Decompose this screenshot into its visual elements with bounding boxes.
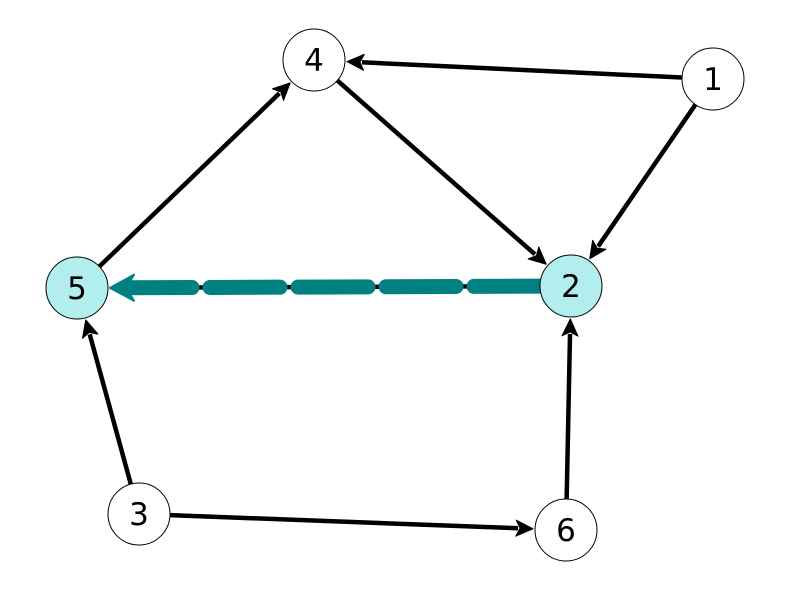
node-5-label: 5 [67, 271, 87, 307]
edge-1-4 [346, 53, 683, 80]
node-1-circle [681, 47, 745, 111]
node-3: 3 [107, 482, 171, 546]
node-4-label: 4 [304, 43, 324, 79]
node-1: 1 [681, 47, 745, 111]
edge-1-2-line [596, 103, 698, 248]
edge-2-5-highlight-arrowhead [108, 273, 136, 302]
edges-layer [82, 53, 698, 537]
node-4-circle [282, 28, 346, 92]
node-3-circle [107, 482, 171, 546]
nodes-layer: 1 2 3 4 5 6 [45, 28, 745, 562]
node-3-label: 3 [129, 497, 149, 533]
edge-5-4-line [97, 91, 281, 269]
edge-2-5-highlight-line [122, 278, 552, 296]
node-5: 5 [45, 256, 109, 320]
edge-3-6-arrowhead [515, 519, 534, 537]
node-6-circle [534, 498, 598, 562]
node-1-label: 1 [703, 62, 723, 98]
edge-3-5-arrowhead [82, 319, 99, 339]
edge-1-2 [589, 103, 698, 260]
node-2: 2 [539, 254, 603, 318]
edge-5-4 [97, 82, 291, 269]
edge-3-5 [82, 319, 133, 485]
edge-1-4-arrowhead [346, 53, 365, 71]
edge-4-2 [335, 78, 547, 265]
edge-5-4-arrowhead [271, 82, 291, 101]
edge-6-2-line [564, 333, 573, 500]
edge-3-6 [169, 512, 534, 537]
node-6: 6 [534, 498, 598, 562]
node-5-circle [45, 256, 109, 320]
edge-2-5 [108, 273, 552, 302]
edge-3-6-line [169, 512, 519, 531]
edge-6-2-arrowhead [561, 318, 579, 337]
edge-6-2 [561, 318, 579, 500]
node-4: 4 [282, 28, 346, 92]
edge-3-5-line [87, 333, 133, 485]
edge-4-2-line [335, 78, 537, 256]
edge-1-2-arrowhead [589, 239, 607, 260]
node-6-label: 6 [556, 513, 576, 549]
edge-4-2-arrowhead [527, 246, 547, 265]
node-2-label: 2 [561, 269, 581, 305]
edge-1-4-line [361, 60, 683, 80]
node-2-circle [539, 254, 603, 318]
